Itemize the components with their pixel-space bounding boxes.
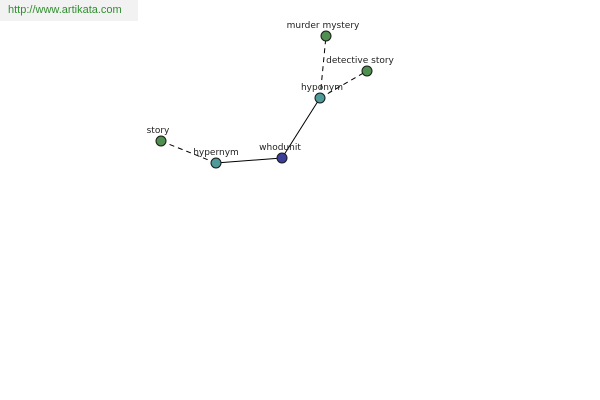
edge-hypernym-story [160, 140, 217, 164]
edge-hyponym-murder-mystery [319, 35, 327, 99]
node-label-murder-mystery: murder mystery [287, 21, 360, 31]
node-label-whodunit: whodunit [259, 143, 301, 153]
node-label-detective-story: detective story [326, 56, 394, 66]
node-label-hyponym: hyponym [301, 83, 343, 93]
node-detective-story[interactable] [361, 65, 373, 77]
edges-layer [160, 35, 368, 164]
node-hyponym[interactable] [314, 92, 326, 104]
nodes-layer [155, 30, 373, 169]
edge-whodunit-hypernym [215, 157, 283, 164]
edge-hyponym-detective-story [319, 70, 368, 99]
node-story[interactable] [155, 135, 167, 147]
node-label-hypernym: hypernym [193, 148, 239, 158]
node-murder-mystery[interactable] [320, 30, 332, 42]
labels-layer: whodunit hypernym hyponym story murder myste… [147, 21, 395, 158]
node-whodunit[interactable] [276, 152, 288, 164]
site-link[interactable]: http://www.artikata.com [8, 4, 122, 16]
node-hypernym[interactable] [210, 157, 222, 169]
node-label-story: story [147, 126, 170, 136]
edge-whodunit-hyponym [281, 97, 321, 159]
site-bar: http://www.artikata.com [0, 0, 138, 21]
